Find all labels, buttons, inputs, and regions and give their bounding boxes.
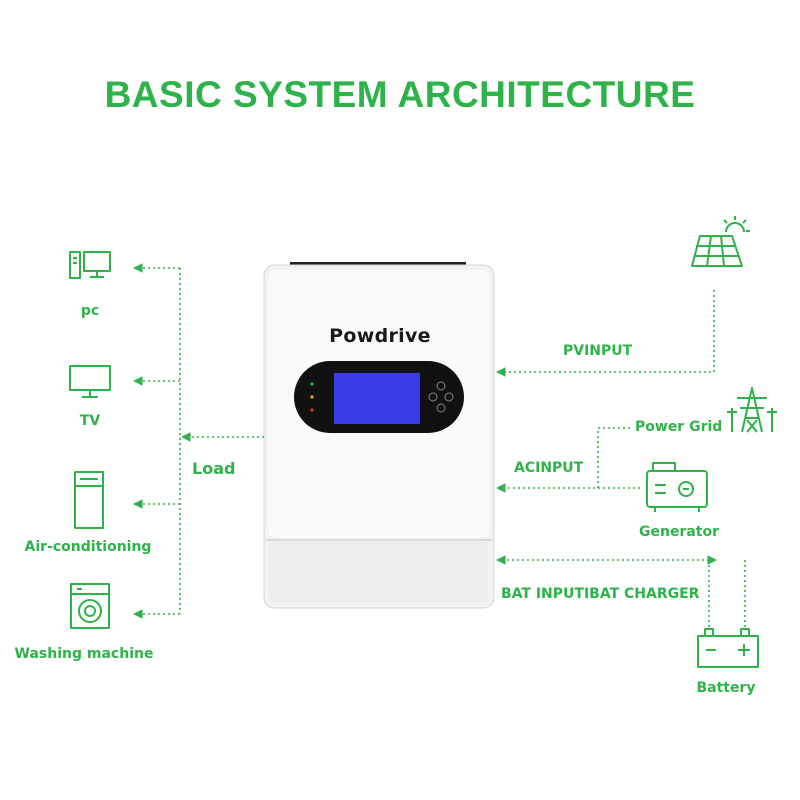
computer-icon: [69, 251, 111, 279]
pv-input-label: PVINPUT: [563, 343, 633, 359]
generator-label: Generator: [638, 524, 720, 540]
tv-label: TV: [79, 413, 101, 429]
pv-line: [496, 290, 715, 377]
battery-charger-label: BAT INPUTIBAT CHARGER: [501, 586, 700, 602]
ac-line: [496, 427, 630, 493]
tv-icon: [69, 365, 111, 398]
ac-input-label: ACINPUT: [514, 460, 584, 476]
generator-icon: [646, 462, 708, 512]
diagram-title: BASIC SYSTEM ARCHITECTURE: [104, 74, 696, 115]
brand-logo: Powdrive: [329, 325, 431, 347]
solar-panel-icon: [691, 216, 750, 267]
power-tower-icon: [727, 387, 777, 433]
inverter-device: [263, 262, 495, 609]
battery-label: Battery: [696, 680, 756, 696]
washing-machine-icon: [70, 583, 110, 629]
lcd-screen: [334, 373, 420, 424]
air-conditioning-label: Air-conditioning: [24, 539, 152, 555]
control-buttons: [428, 381, 454, 413]
battery-icon: [697, 628, 759, 668]
power-grid-label: Power Grid: [635, 419, 723, 435]
load-label: Load: [192, 459, 236, 478]
washing-machine-label: Washing machine: [14, 646, 154, 662]
pc-label: pc: [80, 303, 100, 319]
air-conditioner-icon: [74, 471, 104, 529]
